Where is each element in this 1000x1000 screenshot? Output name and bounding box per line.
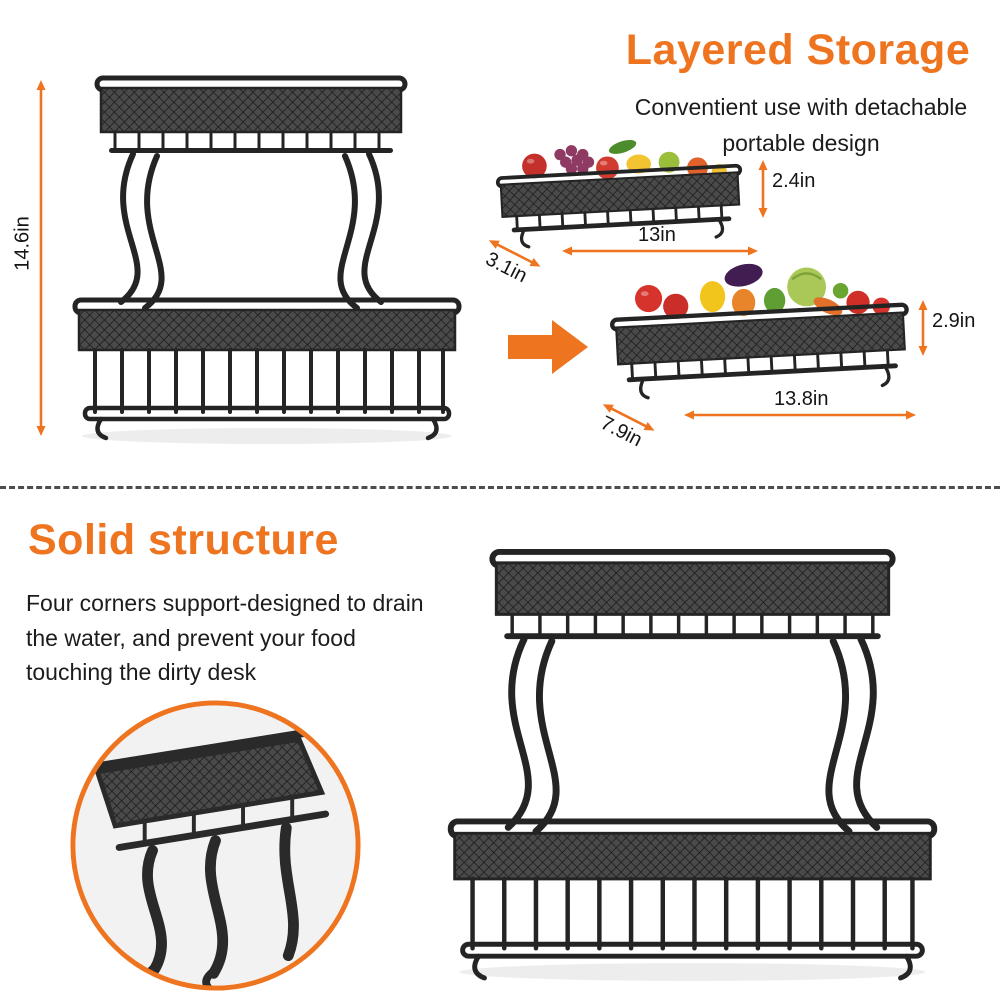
large-basket-height-arrow <box>916 300 930 361</box>
large-basket-depth-arrow <box>597 398 657 441</box>
small-basket-depth-arrow <box>483 234 543 277</box>
two-tier-stand-photo <box>55 62 475 452</box>
section-divider <box>0 486 1000 489</box>
small-basket-height-label: 2.4in <box>772 170 816 192</box>
large-basket-width-label: 13.8in <box>774 388 829 410</box>
large-basket-height-label: 2.9in <box>932 310 976 332</box>
two-tier-stand-photo-large <box>425 538 960 989</box>
fruit-basket-photo <box>482 128 767 261</box>
small-basket-width-label: 13in <box>638 224 676 246</box>
solid-structure-heading: Solid structure <box>28 516 339 564</box>
vegetable-basket-photo <box>598 252 928 417</box>
stand-height-dimension-arrow <box>34 80 48 441</box>
inset-circle-ring <box>70 700 361 991</box>
large-basket-width-arrow <box>684 408 916 427</box>
stand-height-label: 14.6in <box>11 216 34 271</box>
small-basket-width-arrow <box>562 244 758 263</box>
corner-detail-inset <box>68 698 363 998</box>
layered-storage-subtext: Conventient use with detachable portable… <box>634 94 968 156</box>
solid-structure-paragraph: Four corners support-designed to drain t… <box>26 590 424 685</box>
transition-arrow-icon <box>508 320 588 379</box>
small-basket-height-arrow <box>756 160 770 223</box>
layered-storage-heading: Layered Storage <box>625 26 971 74</box>
